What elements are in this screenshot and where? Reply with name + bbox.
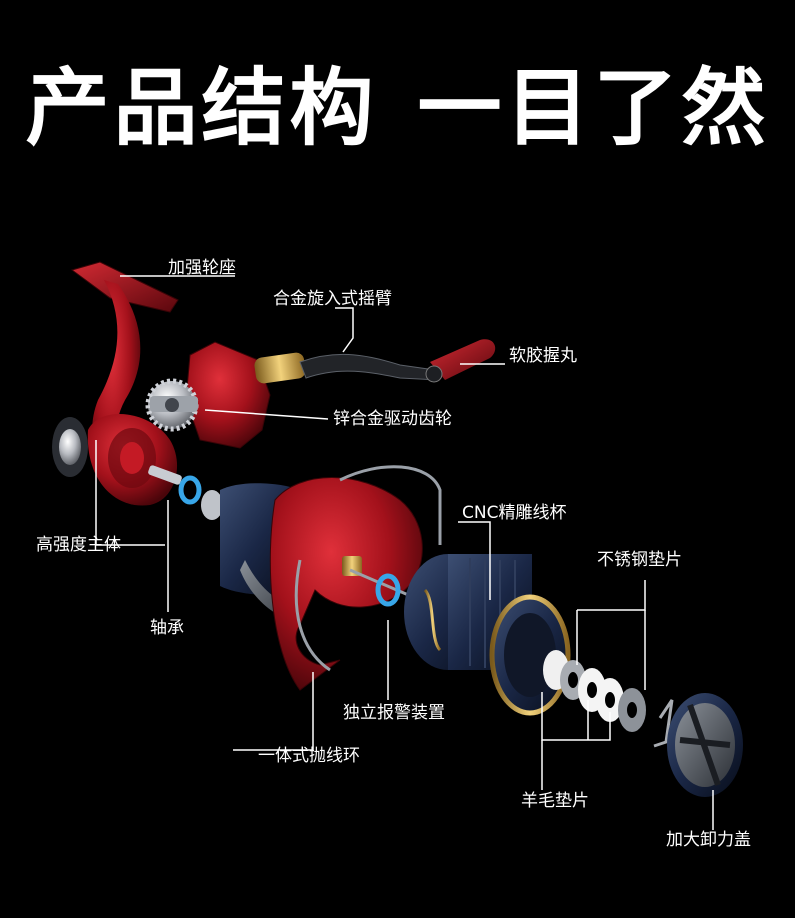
label-stainless-washer: 不锈钢垫片 xyxy=(597,550,682,570)
spool xyxy=(404,554,571,716)
washers xyxy=(543,650,674,748)
label-alloy-rocker-arm: 合金旋入式摇臂 xyxy=(273,289,392,309)
label-bearing: 轴承 xyxy=(150,618,184,638)
title-part-2: 一目了然 xyxy=(417,59,770,157)
bearing-parts xyxy=(148,465,223,520)
label-alarm-device: 独立报警装置 xyxy=(343,703,445,723)
handle-arm xyxy=(254,339,496,384)
reel-body xyxy=(52,261,179,506)
label-wool-washer: 羊毛垫片 xyxy=(521,791,589,811)
title-part-1: 产品结构 xyxy=(25,59,378,157)
label-high-strength-body: 高强度主体 xyxy=(36,535,121,555)
label-cnc-spool: CNC精雕线杯 xyxy=(462,503,567,523)
page-title: 产品结构一目了然 xyxy=(0,58,795,158)
label-one-piece-bail: 一体式抛线环 xyxy=(258,746,360,766)
leader-lines xyxy=(95,275,714,830)
label-reinforced-reel-seat: 加强轮座 xyxy=(168,258,236,278)
label-zinc-alloy-drive-gear: 锌合金驱动齿轮 xyxy=(333,409,452,429)
label-large-drag-cap: 加大卸力盖 xyxy=(666,830,751,850)
rotor-assembly xyxy=(220,465,442,691)
gear-side-plate xyxy=(145,341,271,449)
label-soft-rubber-knob: 软胶握丸 xyxy=(509,346,577,366)
drag-cap xyxy=(667,693,743,797)
